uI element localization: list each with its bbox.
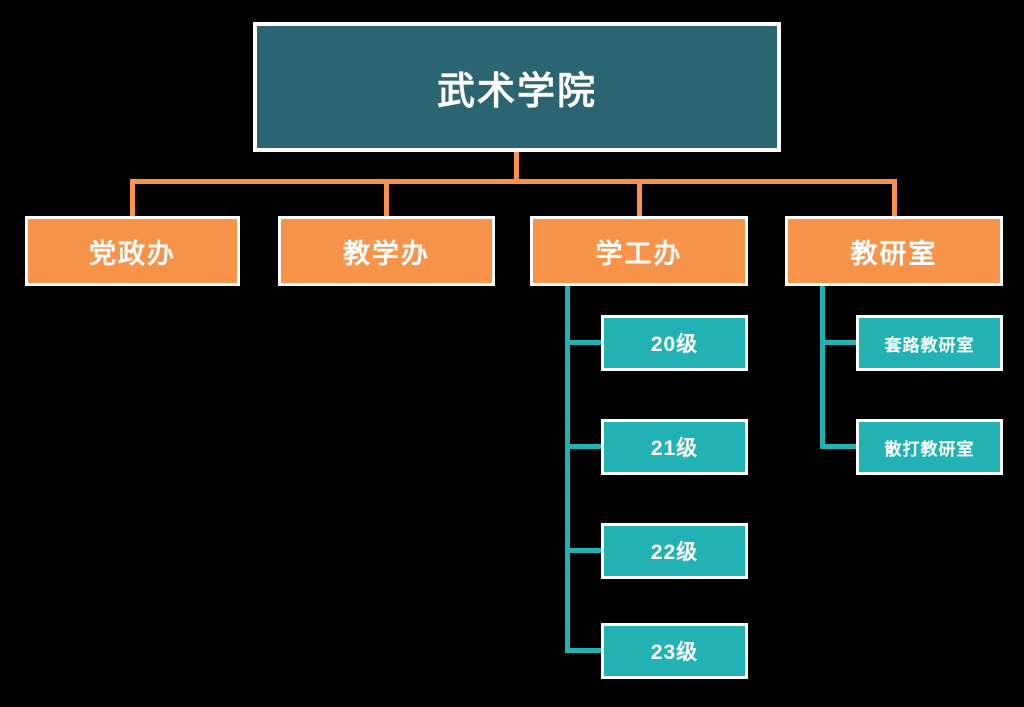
connector-drop-dept-2 <box>384 179 389 217</box>
org-node-grade-20[interactable]: 20级 <box>601 315 748 371</box>
org-node-dept-dangzhengban[interactable]: 党政办 <box>25 216 240 286</box>
org-node-dept-label: 党政办 <box>89 238 176 269</box>
org-node-grade-label: 22级 <box>650 541 699 564</box>
org-node-dept-jiaoxueban[interactable]: 教学办 <box>278 216 495 286</box>
connector-drop-dept-4 <box>892 179 897 217</box>
connector-dept-horizontal <box>130 179 897 184</box>
org-node-grade-22[interactable]: 22级 <box>601 523 748 579</box>
org-node-dept-label: 教研室 <box>850 238 938 269</box>
org-node-office-label: 散打教研室 <box>884 439 975 459</box>
connector-research-vertical <box>820 284 825 449</box>
org-node-grade-21[interactable]: 21级 <box>601 419 748 475</box>
org-node-office-sanda[interactable]: 散打教研室 <box>856 419 1003 475</box>
connector-stub-grade-2 <box>565 444 603 449</box>
connector-drop-dept-3 <box>637 179 642 217</box>
org-node-grade-label: 21级 <box>650 437 699 460</box>
org-node-dept-label: 教学办 <box>343 238 430 269</box>
connector-stub-grade-3 <box>565 548 603 553</box>
connector-stub-grade-4 <box>565 648 603 653</box>
org-node-grade-label: 20级 <box>650 333 699 356</box>
org-node-dept-xuegongban[interactable]: 学工办 <box>530 216 748 286</box>
connector-stub-office-1 <box>820 340 857 345</box>
connector-studentoffice-vertical <box>565 284 570 653</box>
org-node-root[interactable]: 武术学院 <box>253 22 781 152</box>
org-node-office-label: 套路教研室 <box>884 335 975 355</box>
org-node-grade-23[interactable]: 23级 <box>601 623 748 679</box>
connector-stub-grade-1 <box>565 340 603 345</box>
connector-drop-dept-1 <box>130 179 135 217</box>
org-node-dept-label: 学工办 <box>595 238 683 269</box>
org-node-root-label: 武术学院 <box>436 70 597 113</box>
org-node-dept-jiaoyanshi[interactable]: 教研室 <box>785 216 1003 286</box>
org-node-office-taolu[interactable]: 套路教研室 <box>856 315 1003 371</box>
connector-root-stub <box>514 150 519 184</box>
connector-stub-office-2 <box>820 444 857 449</box>
org-node-grade-label: 23级 <box>650 641 699 664</box>
